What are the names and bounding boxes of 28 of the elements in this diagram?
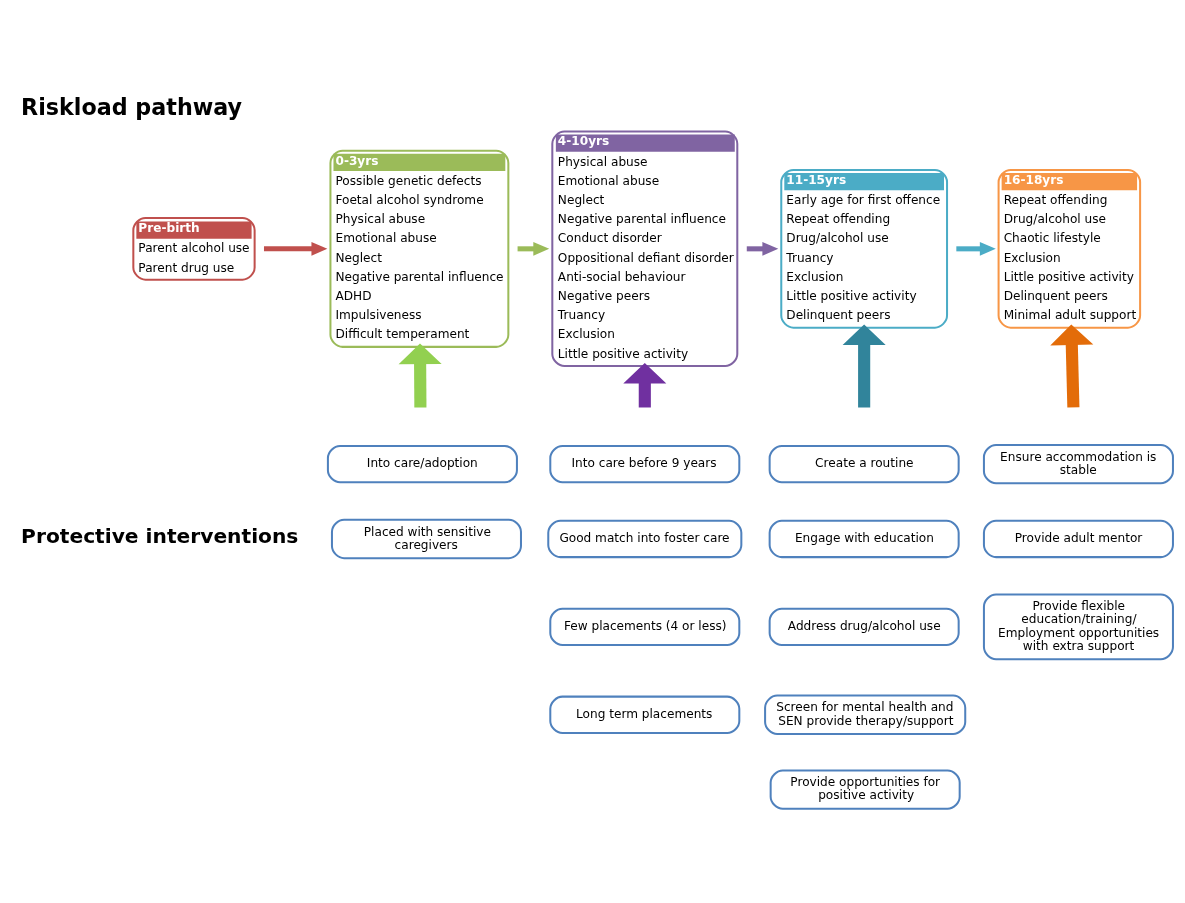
node-box: Provide adult mentor (982, 519, 1174, 559)
node-box: Into care/adoption (326, 444, 518, 484)
node-box: Address drug/alcohol use (768, 607, 960, 647)
diagram-title: Riskload pathway (20, 94, 242, 120)
arrow (622, 362, 666, 408)
node-box: Provide flexible education/training/ Employment opportunities with extra support (982, 593, 1174, 661)
node-box: Engage with education (768, 519, 960, 559)
node-box: Pre-birth Parent alcohol use Parent drug use (131, 217, 256, 281)
node-box: Good match into foster care (546, 519, 742, 559)
arrow (842, 324, 886, 408)
node-box: Create a routine (768, 444, 960, 484)
node-box: 16-18yrs Repeat offending Drug/alcohol use Chaotic lifestyle Exclusion Little positive activity Delinquent peers Minimal adult support (997, 169, 1141, 329)
arrow (955, 241, 996, 256)
arrow (1049, 324, 1093, 408)
arrow (263, 241, 327, 256)
node-box: Into care before 9 years (548, 444, 740, 484)
label: Protective interventions (20, 523, 298, 548)
node-box: Screen for mental health and SEN provide therapy/support (763, 694, 966, 736)
node-box: Ensure accommodation is stable (982, 443, 1174, 485)
node-box: Placed with sensitive caregivers (330, 518, 522, 560)
node-box: Long term placements (548, 695, 740, 734)
arrow (398, 343, 442, 408)
arrow (517, 241, 549, 256)
arrow (746, 241, 778, 256)
node-box: 0-3yrs Possible genetic defects Foetal alcohol syndrome Physical abuse Emotional abuse Neglect Negative parental influence ADHD Impulsiveness Difficult temperament (328, 149, 509, 348)
node-box: 11-15yrs Early age for first offence Repeat offending Drug/alcohol use Truancy Exclusion Little positive activity Delinquent peers (779, 169, 948, 329)
node-box: Provide opportunities for positive activity (769, 769, 961, 810)
node-box: Few placements (4 or less) (548, 607, 740, 647)
